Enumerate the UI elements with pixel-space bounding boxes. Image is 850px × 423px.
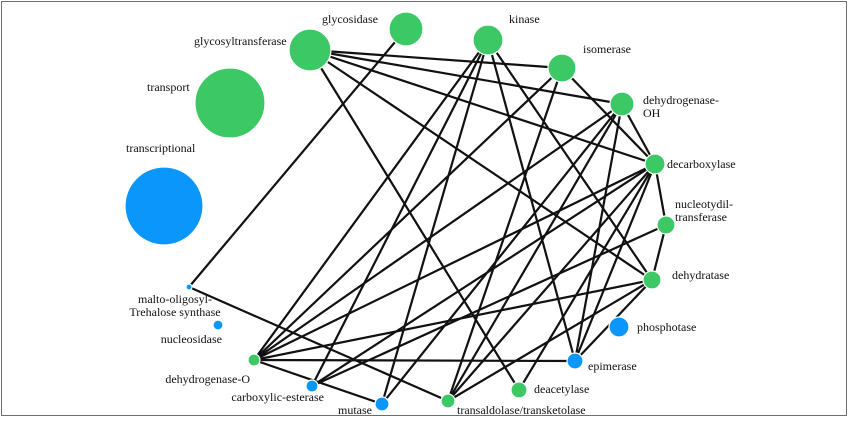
edge-isomerase--dehydrogenase-o [252, 66, 564, 362]
label-isomerase: isomerase [583, 42, 631, 56]
node-mutase [374, 396, 390, 412]
edge-dehydrogenase-o--mutase [252, 358, 384, 406]
edge-dehydrogenase-oh--epimerase [573, 102, 624, 363]
label-nucleotydil-transferase: nucleotydil-transferase [675, 197, 733, 224]
label-dehydrogenase-oh: dehydrogenase-OH [643, 93, 719, 120]
edge-dehydrogenase-oh--mutase [380, 102, 624, 406]
label-line: OH [643, 106, 661, 120]
edge-glycosidase--malto-oligosyl-trehalose-synthase [187, 27, 408, 289]
label-line: transaldolase/transketolase [457, 403, 586, 417]
edge-glycosyltransferase--dehydratase [308, 48, 654, 282]
label-line: nucleosidase [161, 332, 222, 346]
label-transport: transport [147, 80, 190, 94]
edge-kinase--mutase [380, 38, 490, 406]
edge-malto-oligosyl-trehalose-synthase--transaldolase-transketolase [187, 285, 450, 403]
node-glycosidase [388, 11, 424, 47]
label-line: malto-oligosyl- [138, 292, 212, 306]
edge-dehydratase--dehydrogenase-o [252, 278, 654, 362]
node-nucleotydil-transferase [656, 215, 676, 235]
label-deacetylase: deacetylase [534, 382, 589, 396]
label-dehydratase: dehydratase [672, 268, 729, 282]
edge-dehydratase--transaldolase-transketolase [446, 278, 654, 403]
label-carboxylic-esterase: carboxylic-esterase [231, 390, 324, 404]
node-transport [194, 67, 266, 139]
node-glycosyltransferase [288, 28, 332, 72]
edge-dehydrogenase-oh--dehydrogenase-o [252, 102, 624, 362]
label-kinase: kinase [509, 12, 540, 26]
label-line: glycosyltransferase [194, 34, 287, 48]
label-transcriptional: transcriptional [126, 141, 196, 155]
node-phosphotase [608, 316, 630, 338]
label-line: carboxylic-esterase [231, 390, 324, 404]
node-transaldolase-transketolase [440, 393, 456, 409]
label-malto-oligosyl-trehalose-synthase: malto-oligosyl-Trehalose synthase [129, 292, 220, 319]
node-deacetylase [510, 381, 528, 399]
label-line: transcriptional [126, 141, 196, 155]
node-kinase [472, 24, 504, 56]
edge-dehydrogenase-oh--transaldolase-transketolase [446, 102, 624, 403]
label-line: deacetylase [534, 382, 589, 396]
labels-layer: glycosyltransferase glycosidase kinase isom… [126, 12, 736, 417]
edge-decarboxylase--epimerase [573, 162, 657, 363]
label-glycosidase: glycosidase [322, 12, 378, 26]
label-line: epimerase [588, 359, 637, 373]
edge-glycosyltransferase--deacetylase [308, 48, 521, 392]
node-dehydrogenase-oh [609, 91, 635, 117]
label-line: nucleotydil- [675, 197, 733, 211]
node-nucleosidase [212, 319, 224, 331]
label-nucleosidase: nucleosidase [161, 332, 222, 346]
node-isomerase [547, 53, 577, 83]
label-mutase: mutase [338, 403, 372, 417]
label-line: dehydrogenase-O [165, 372, 250, 386]
edge-kinase--carboxylic-esterase [310, 38, 490, 388]
edge-isomerase--transaldolase-transketolase [446, 66, 564, 403]
diagram-frame [1, 1, 847, 416]
edge-glycosyltransferase--dehydrogenase-oh [308, 48, 624, 106]
node-transcriptional [124, 166, 204, 246]
label-line: mutase [338, 403, 372, 417]
edge-kinase--epimerase [486, 38, 577, 363]
label-line: Trehalose synthase [129, 305, 220, 319]
edges-layer [187, 27, 668, 406]
label-dehydrogenase-o: dehydrogenase-O [165, 372, 250, 386]
label-line: decarboxylase [667, 157, 736, 171]
node-dehydrogenase-o [247, 353, 261, 367]
label-line: transport [147, 80, 190, 94]
label-epimerase: epimerase [588, 359, 637, 373]
edge-epimerase--dehydrogenase-o [252, 358, 577, 363]
label-phosphotase: phosphotase [637, 320, 696, 334]
edge-decarboxylase--carboxylic-esterase [310, 162, 657, 388]
edge-glycosyltransferase--isomerase [308, 48, 564, 70]
label-decarboxylase: decarboxylase [667, 157, 736, 171]
edge-decarboxylase--dehydrogenase-o [252, 162, 657, 362]
node-carboxylic-esterase [305, 379, 319, 393]
node-epimerase [566, 352, 584, 370]
label-transaldolase-transketolase: transaldolase/transketolase [457, 403, 586, 417]
node-decarboxylase [644, 153, 666, 175]
node-malto-oligosyl-trehalose-synthase [185, 283, 193, 291]
nodes-layer [124, 11, 676, 412]
node-dehydratase [642, 270, 662, 290]
label-line: dehydrogenase- [643, 93, 719, 107]
label-line: kinase [509, 12, 540, 26]
label-line: glycosidase [322, 12, 378, 26]
label-line: phosphotase [637, 320, 696, 334]
edge-kinase--dehydrogenase-o [252, 38, 490, 362]
label-glycosyltransferase: glycosyltransferase [194, 34, 287, 48]
edge-isomerase--decarboxylase [560, 66, 657, 166]
label-line: dehydratase [672, 268, 729, 282]
label-line: isomerase [583, 42, 631, 56]
edge-decarboxylase--deacetylase [517, 162, 657, 392]
edge-nucleotydil-transferase--carboxylic-esterase [310, 223, 668, 388]
label-line: transferase [675, 210, 727, 224]
